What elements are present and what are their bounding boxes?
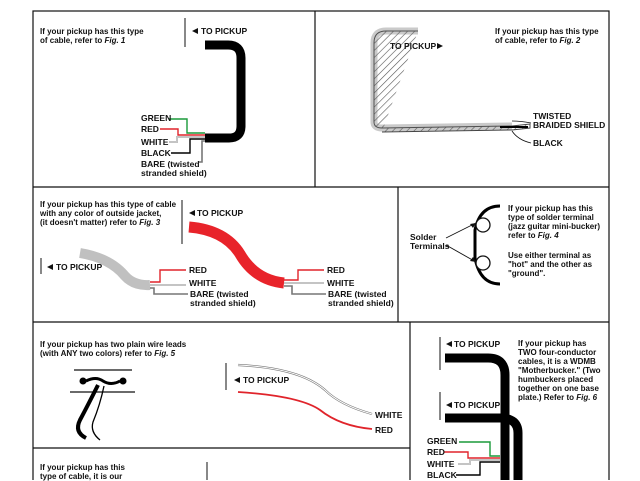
fig3-cables <box>40 200 326 295</box>
fig2-cable <box>370 27 532 144</box>
fig2-caption: If your pickup has this type of cable, r… <box>495 27 599 45</box>
fig1-white-label: WHITE <box>141 137 169 147</box>
panel-borders <box>32 10 610 480</box>
fig2-reference: Fig. 2 <box>559 36 581 45</box>
fig6-reference: Fig. 6 <box>576 393 598 402</box>
fig1-red-label: RED <box>141 124 159 134</box>
fig4-reference: Fig. 4 <box>537 231 559 240</box>
fig1-black-label: BLACK <box>141 148 171 158</box>
fig6-black-label: BLACK <box>427 470 457 480</box>
fig6-to-pickup-top-label: TO PICKUP <box>454 339 501 349</box>
fig5-red-label: RED <box>375 425 393 435</box>
fig5-white-label: WHITE <box>375 410 403 420</box>
fig5-reference: Fig. 5 <box>154 349 176 358</box>
fig3-bare-label-b: BARE (twisted stranded shield) <box>328 289 394 308</box>
fig6-red-label: RED <box>427 447 445 457</box>
fig3-red-label-a: RED <box>189 265 207 275</box>
fig6-cables <box>439 337 523 480</box>
fig3-to-pickup-top-label: TO PICKUP <box>197 208 244 218</box>
fig6-caption: If your pickup has TWO four-conductor ca… <box>518 339 601 402</box>
fig3-bare-label-a: BARE (twisted stranded shield) <box>190 289 256 308</box>
fig5-caption: If your pickup has two plain wire leads … <box>40 340 187 358</box>
fig1-caption-line2: of cable, refer to Fig. 1 <box>40 36 126 45</box>
fig1-green-label: GREEN <box>141 113 172 123</box>
fig2-to-pickup-label: TO PICKUP <box>390 41 437 51</box>
fig2-twisted-braided-label: TWISTED BRAIDED SHIELD <box>533 111 606 130</box>
fig5-wires <box>70 363 373 441</box>
fig3-caption: If your pickup has this type of cable wi… <box>40 200 177 227</box>
fig1-cable <box>160 18 246 163</box>
fig6-green-label: GREEN <box>427 436 458 446</box>
fig1-bare-label: BARE (twisted stranded shield) <box>141 159 207 178</box>
fig3-white-label-b: WHITE <box>327 278 355 288</box>
fig3-white-label-a: WHITE <box>189 278 217 288</box>
fig1-to-pickup-label: TO PICKUP <box>201 26 248 36</box>
fig5-to-pickup-label: TO PICKUP <box>243 375 290 385</box>
fig1-reference: Fig. 1 <box>104 36 126 45</box>
fig3-red-label-b: RED <box>327 265 345 275</box>
fig4-note: Use either terminal as "hot" and the oth… <box>508 251 593 278</box>
fig4-solder-terminals-label: Solder Terminals <box>410 232 450 251</box>
fig2-black-label: BLACK <box>533 138 563 148</box>
fig3-to-pickup-left-label: TO PICKUP <box>56 262 103 272</box>
fig4-caption: If your pickup has this type of solder t… <box>508 204 601 240</box>
fig1-caption-line1: If your pickup has this type <box>40 27 144 36</box>
fig1-caption: If your pickup has this type of cable, r… <box>40 27 144 45</box>
fig6-white-label: WHITE <box>427 459 455 469</box>
fig7-caption: If your pickup has this type of cable, i… <box>40 463 125 481</box>
fig3-reference: Fig. 3 <box>139 218 161 227</box>
fig4-terminals <box>445 204 501 286</box>
fig6-to-pickup-mid-label: TO PICKUP <box>454 400 501 410</box>
